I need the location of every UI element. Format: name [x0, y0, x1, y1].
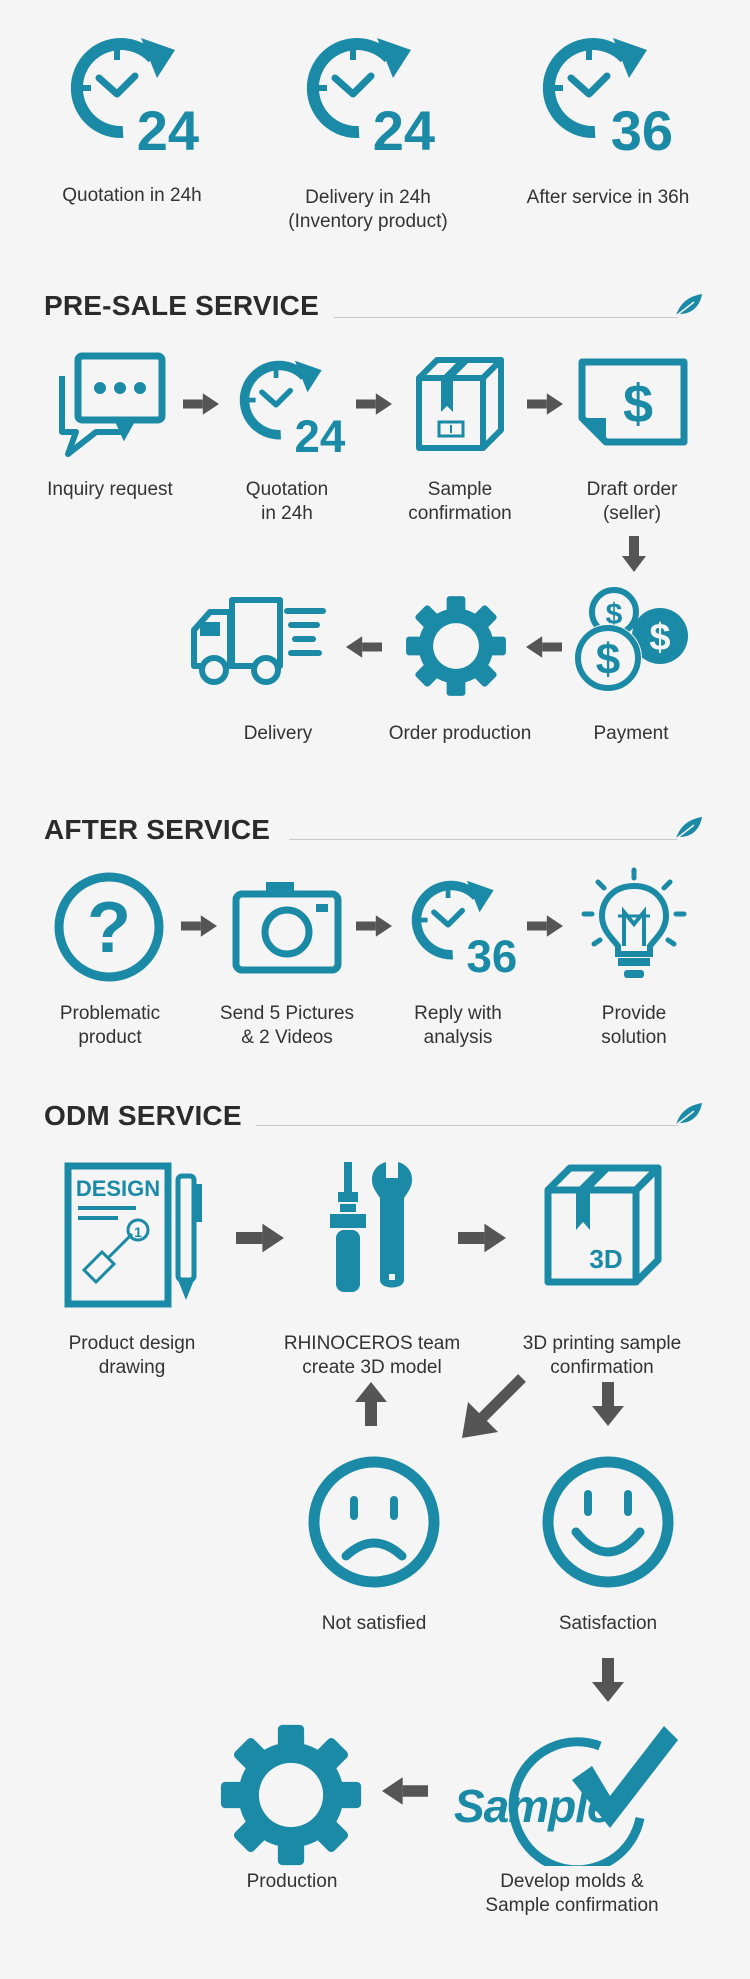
arrow-right-icon: [356, 914, 392, 938]
after-label-provide: Provide solution: [601, 1003, 667, 1048]
arrow-right-icon: [183, 392, 219, 416]
delivery-truck-icon: [188, 594, 332, 686]
presale-label-delivery: Delivery: [243, 723, 313, 744]
after-divider: [289, 839, 678, 840]
odm-label-rhino: RHINOCEROS team create 3D model: [283, 1333, 461, 1378]
dollar-document-icon: $: [576, 356, 690, 448]
sad-face-icon: [306, 1454, 442, 1590]
sample-check-icon: Sample: [450, 1718, 680, 1875]
svg-text:$: $: [623, 374, 653, 434]
svg-text:Sample: Sample: [454, 1780, 612, 1832]
tools-icon: [322, 1156, 422, 1296]
arrow-right-icon: [527, 392, 563, 416]
gear-icon: [404, 594, 508, 698]
coins-icon: $ $ $: [572, 584, 690, 696]
svg-text:?: ?: [87, 888, 131, 968]
clock-24-icon: 24: [232, 352, 350, 462]
leaf-icon: [674, 292, 704, 318]
clock-24-icon: 24: [297, 28, 447, 162]
top-label-after: After service in 36h: [526, 187, 690, 208]
presale-label-payment: Payment: [593, 723, 669, 744]
odm-divider: [256, 1125, 678, 1126]
clock-number: 24: [295, 411, 346, 456]
arrow-right-icon: [356, 392, 392, 416]
leaf-icon: [674, 815, 704, 841]
after-label-reply: Reply with analysis: [414, 1003, 502, 1048]
presale-label-production: Order production: [388, 723, 532, 744]
svg-text:3D: 3D: [589, 1244, 622, 1274]
odm-label-develop: Develop molds & Sample confirmation: [485, 1871, 659, 1916]
chat-bubbles-icon: [54, 350, 166, 458]
svg-text:DESIGN: DESIGN: [76, 1176, 160, 1201]
odm-title: ODM SERVICE: [44, 1100, 242, 1131]
svg-text:1: 1: [134, 1224, 142, 1240]
svg-text:$: $: [649, 617, 670, 659]
odm-label-satisfaction: Satisfaction: [558, 1613, 658, 1634]
after-title: AFTER SERVICE: [44, 814, 271, 845]
odm-label-notsatisfied: Not satisfied: [321, 1613, 427, 1634]
presale-label-inquiry: Inquiry request: [47, 479, 173, 500]
arrow-down-icon: [622, 536, 646, 572]
arrow-right-icon: [236, 1222, 284, 1254]
svg-text:$: $: [606, 598, 623, 631]
presale-label-draft: Draft order (seller): [586, 479, 678, 524]
question-icon: ?: [52, 870, 166, 984]
top-label-delivery: Delivery in 24h (Inventory product): [288, 187, 448, 232]
arrow-diagonal-icon: [460, 1372, 528, 1440]
arrow-left-icon: [526, 635, 562, 659]
arrow-left-icon: [382, 1776, 428, 1806]
arrow-right-icon: [527, 914, 563, 938]
box-3d-icon: 3D: [540, 1160, 668, 1288]
happy-face-icon: [540, 1454, 676, 1590]
odm-label-production: Production: [246, 1871, 338, 1892]
after-label-send: Send 5 Pictures & 2 Videos: [219, 1003, 355, 1048]
arrow-down-icon: [592, 1658, 624, 1702]
presale-label-quotation: Quotation in 24h: [245, 479, 329, 524]
svg-text:$: $: [596, 635, 620, 684]
clock-36-icon: 36: [404, 872, 522, 982]
arrow-down-icon: [592, 1382, 624, 1426]
presale-divider: [334, 317, 678, 318]
presale-label-sample: Sample confirmation: [408, 479, 512, 524]
package-box-icon: [411, 354, 509, 454]
clock-number: 36: [611, 99, 673, 158]
gear-icon: [218, 1722, 364, 1868]
clock-number: 24: [373, 99, 435, 158]
clock-number: 36: [467, 931, 518, 976]
design-drawing-icon: DESIGN 1: [62, 1160, 208, 1310]
leaf-icon: [674, 1101, 704, 1127]
arrow-right-icon: [181, 914, 217, 938]
after-label-problematic: Problematic product: [59, 1003, 161, 1048]
odm-label-design: Product design drawing: [68, 1333, 196, 1378]
arrow-right-icon: [458, 1222, 506, 1254]
top-label-quotation: Quotation in 24h: [62, 185, 202, 206]
camera-icon: [230, 876, 344, 976]
lightbulb-icon: [578, 866, 690, 984]
arrow-up-icon: [355, 1382, 387, 1426]
presale-title: PRE-SALE SERVICE: [44, 290, 319, 321]
clock-24-icon: 24: [61, 28, 211, 162]
clock-number: 24: [137, 99, 199, 158]
arrow-left-icon: [346, 635, 382, 659]
odm-label-3dprint: 3D printing sample confirmation: [522, 1333, 682, 1378]
clock-36-icon: 36: [533, 28, 683, 162]
